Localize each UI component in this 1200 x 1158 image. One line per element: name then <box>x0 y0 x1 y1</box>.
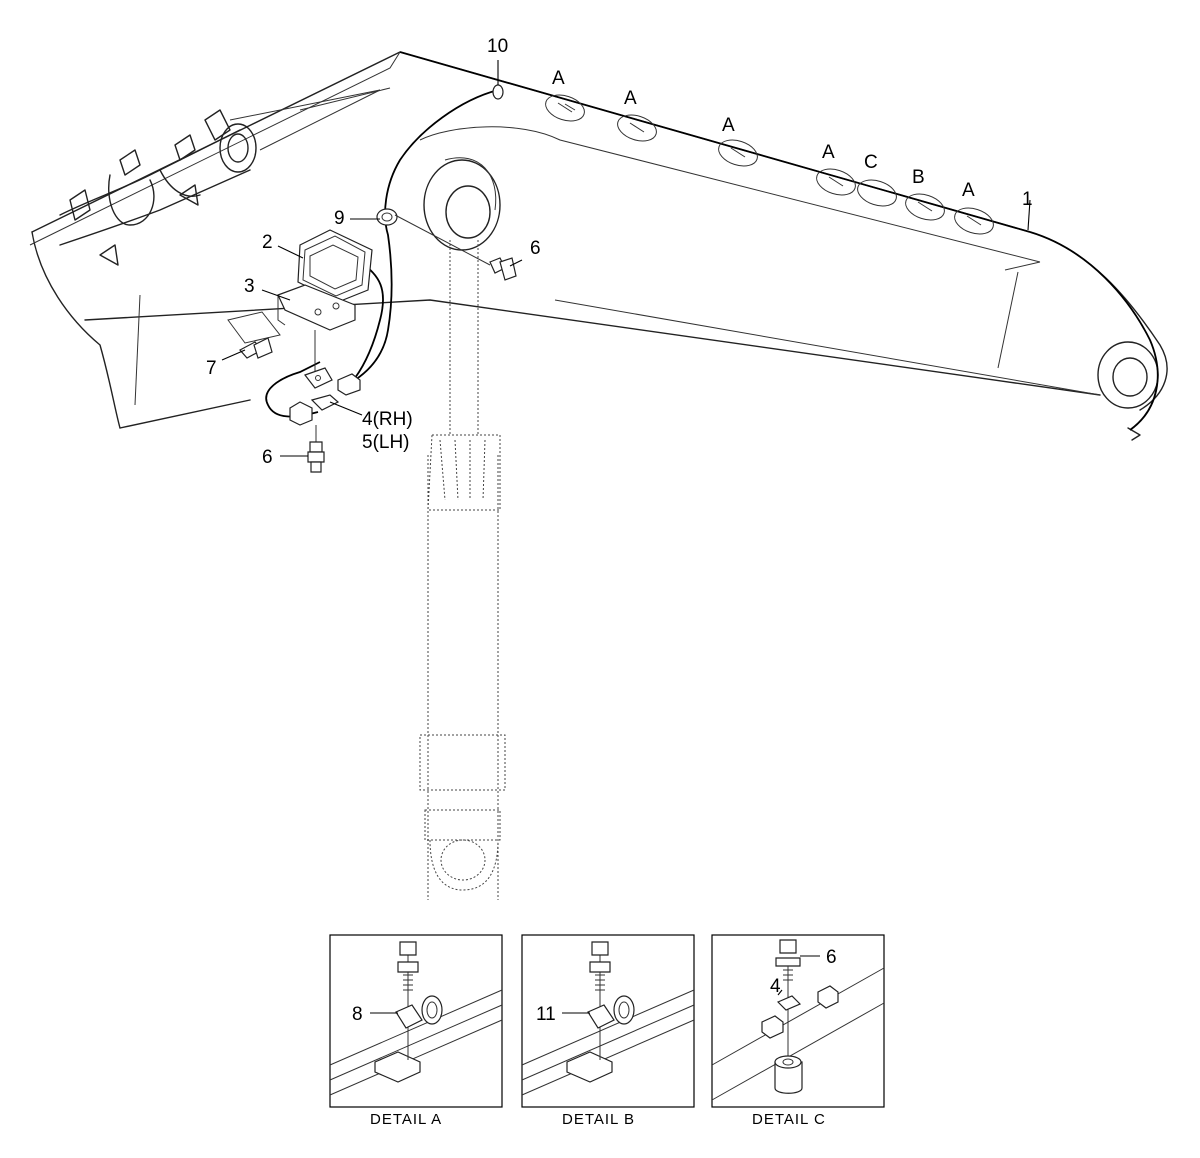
detail-a-title: DETAIL A <box>370 1111 442 1128</box>
detail-b-title: DETAIL B <box>562 1111 635 1128</box>
callout-6-top: 6 <box>530 238 541 259</box>
detail-c-title: DETAIL C <box>752 1111 826 1128</box>
detail-b-panel: 11 DETAIL B <box>521 934 695 1128</box>
marker-b: B <box>912 167 925 188</box>
detail-b-callout: 11 <box>536 1004 556 1025</box>
detail-a-panel: 8 DETAIL A <box>329 934 503 1128</box>
hydraulic-piping <box>59 109 257 266</box>
leader-lines <box>221 60 1031 457</box>
boom-body <box>29 51 1168 441</box>
marker-a-3: A <box>722 115 735 136</box>
marker-a-4: A <box>822 142 835 163</box>
mounting-bolt-7 <box>227 311 281 359</box>
callout-3: 3 <box>244 276 255 297</box>
detail-c-panel: 6 4 DETAIL C <box>711 934 885 1128</box>
clamp-marker-labels: A A A A C B A <box>552 68 975 201</box>
lamp-bracket <box>277 284 356 331</box>
detail-a-callout: 8 <box>352 1004 363 1025</box>
detail-c-callout-bracket: 4 <box>770 976 781 997</box>
detail-c-callout-bolt: 6 <box>826 947 837 968</box>
bolt-6-bottom <box>307 425 325 473</box>
bolt-6-top <box>394 214 517 281</box>
callout-4-rh: 4(RH) <box>362 409 413 430</box>
callout-10: 10 <box>487 36 508 57</box>
marker-a-2: A <box>624 88 637 109</box>
grommet-9 <box>376 208 398 226</box>
cable-tie-10 <box>492 84 504 100</box>
wire-harness <box>265 51 1159 431</box>
callout-5-lh: 5(LH) <box>362 432 410 453</box>
callout-1: 1 <box>1022 189 1033 210</box>
boom-cylinder <box>419 240 506 900</box>
callout-7: 7 <box>206 358 217 379</box>
callout-9: 9 <box>334 208 345 229</box>
marker-a-1: A <box>552 68 565 89</box>
marker-c: C <box>864 152 878 173</box>
work-lamp <box>297 229 373 309</box>
clamp-locations <box>545 94 994 235</box>
callout-labels: 10 1 2 3 9 6 7 4(RH) 5(LH) 6 <box>206 36 1033 468</box>
connector-bracket <box>289 330 361 426</box>
callout-6-bottom: 6 <box>262 447 273 468</box>
callout-2: 2 <box>262 232 273 253</box>
marker-a-5: A <box>962 180 975 201</box>
